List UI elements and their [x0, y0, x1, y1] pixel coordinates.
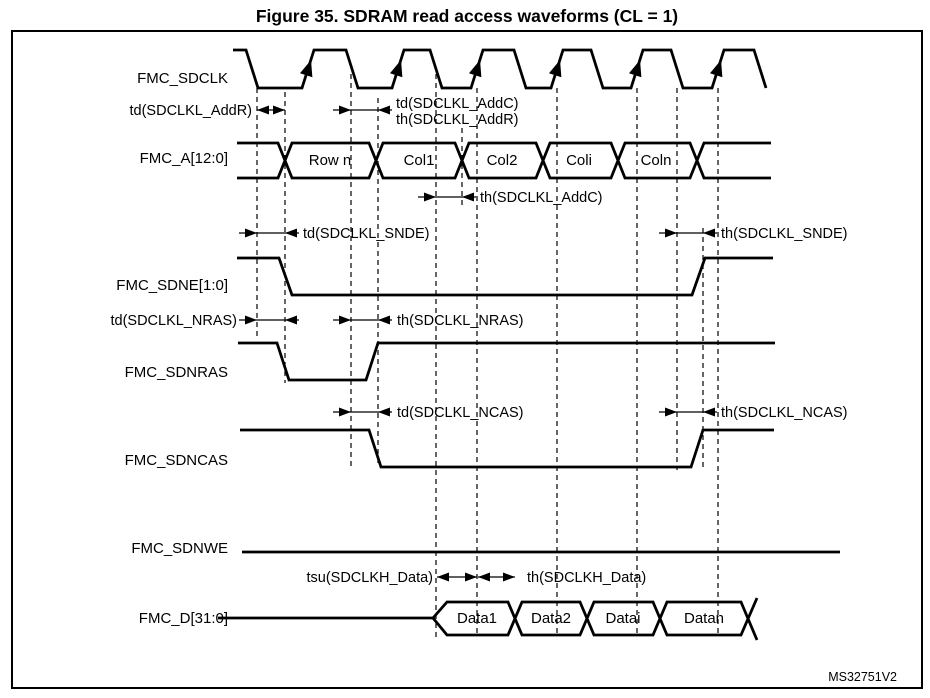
address-bus-trace [237, 141, 771, 180]
sdnras-trace [238, 341, 775, 382]
watermark-label: MS32751V2 [828, 670, 897, 684]
arrowhead-icon [245, 315, 257, 325]
timing-label-th-addr: th(SDCLKL_AddR) [396, 112, 519, 128]
arrowhead-icon [257, 105, 269, 115]
timing-label-th-snde: th(SDCLKL_SNDE) [721, 226, 848, 242]
figure-border [11, 30, 923, 689]
address-value: Col2 [487, 152, 518, 169]
sdclk-waveform [233, 48, 768, 90]
arrowhead-icon [378, 105, 390, 115]
timing-label-tsu-data: tsu(SDCLKH_Data) [306, 570, 433, 586]
arrowhead-icon [503, 572, 515, 582]
arrowhead-icon [245, 228, 257, 238]
clock-edge-arrow-icon [468, 58, 487, 78]
clock-edge-arrow-icon [299, 58, 318, 78]
timing-label-th-nras: th(SDCLKL_NRAS) [397, 313, 524, 329]
timing-labels: td(SDCLKL_AddR) td(SDCLKL_AddC) th(SDCLK… [110, 96, 847, 586]
signal-labels: FMC_SDCLK FMC_A[12:0] FMC_SDNE[1:0] FMC_… [116, 70, 228, 627]
arrowhead-icon [437, 572, 449, 582]
timing-label-td-ncas: td(SDCLKL_NCAS) [397, 405, 524, 421]
arrowhead-icon [285, 228, 297, 238]
signal-label-addr: FMC_A[12:0] [140, 150, 228, 167]
timing-arrows [239, 105, 717, 582]
arrowhead-icon [478, 572, 490, 582]
address-value: Coln [641, 152, 672, 169]
timing-label-td-addc: td(SDCLKL_AddC) [396, 96, 519, 112]
arrowhead-icon [273, 105, 285, 115]
data-value: Datai [605, 610, 640, 627]
figure-title: Figure 35. SDRAM read access waveforms (… [256, 6, 678, 26]
data-value: Datan [684, 610, 724, 627]
signal-label-sdnras: FMC_SDNRAS [125, 364, 228, 381]
arrowhead-icon [378, 315, 390, 325]
signal-label-sdclk: FMC_SDCLK [137, 70, 228, 87]
arrowhead-icon [285, 315, 297, 325]
address-value: Col1 [404, 152, 435, 169]
arrowhead-icon [378, 407, 390, 417]
address-value: Coli [566, 152, 592, 169]
arrowhead-icon [703, 407, 715, 417]
timing-label-th-data: th(SDCLKH_Data) [527, 570, 646, 586]
data-bus-waveform: Data1 Data2 Datai Datan [218, 597, 759, 641]
data-value: Data2 [531, 610, 571, 627]
arrowhead-icon [339, 315, 351, 325]
data-bus-trace [431, 600, 759, 641]
clock-edge-arrow-icon [709, 58, 728, 78]
sdncas-trace [240, 428, 774, 469]
address-value: Row n [309, 152, 352, 169]
address-bus-trace [237, 141, 771, 180]
dashed-guides [256, 74, 719, 637]
arrowhead-icon [703, 228, 715, 238]
signal-label-data: FMC_D[31:0] [139, 610, 228, 627]
arrowhead-icon [424, 192, 436, 202]
clock-edge-arrow-icon [628, 58, 647, 78]
clock-edge-arrow-icon [389, 58, 408, 78]
arrowhead-icon [465, 572, 477, 582]
sdclk-trace [233, 48, 768, 90]
data-value: Data1 [457, 610, 497, 627]
arrowhead-icon [339, 105, 351, 115]
timing-label-th-ncas: th(SDCLKL_NCAS) [721, 405, 848, 421]
arrowhead-icon [339, 407, 351, 417]
signal-label-sdne: FMC_SDNE[1:0] [116, 277, 228, 294]
arrowhead-icon [462, 192, 474, 202]
arrowhead-icon [665, 407, 677, 417]
sdne-trace [237, 256, 773, 297]
timing-label-td-snde: td(SDCLKL_SNDE) [303, 226, 430, 242]
timing-label-td-nras: td(SDCLKL_NRAS) [110, 313, 237, 329]
signal-label-sdncas: FMC_SDNCAS [125, 452, 228, 469]
signal-label-sdnwe: FMC_SDNWE [131, 540, 228, 557]
timing-label-th-addc: th(SDCLKL_AddC) [480, 190, 603, 206]
address-bus-waveform: Row n Col1 Col2 Coli Coln [237, 141, 771, 180]
clock-edge-arrow-icon [548, 58, 567, 78]
arrowhead-icon [665, 228, 677, 238]
timing-label-td-addr: td(SDCLKL_AddR) [130, 103, 253, 119]
